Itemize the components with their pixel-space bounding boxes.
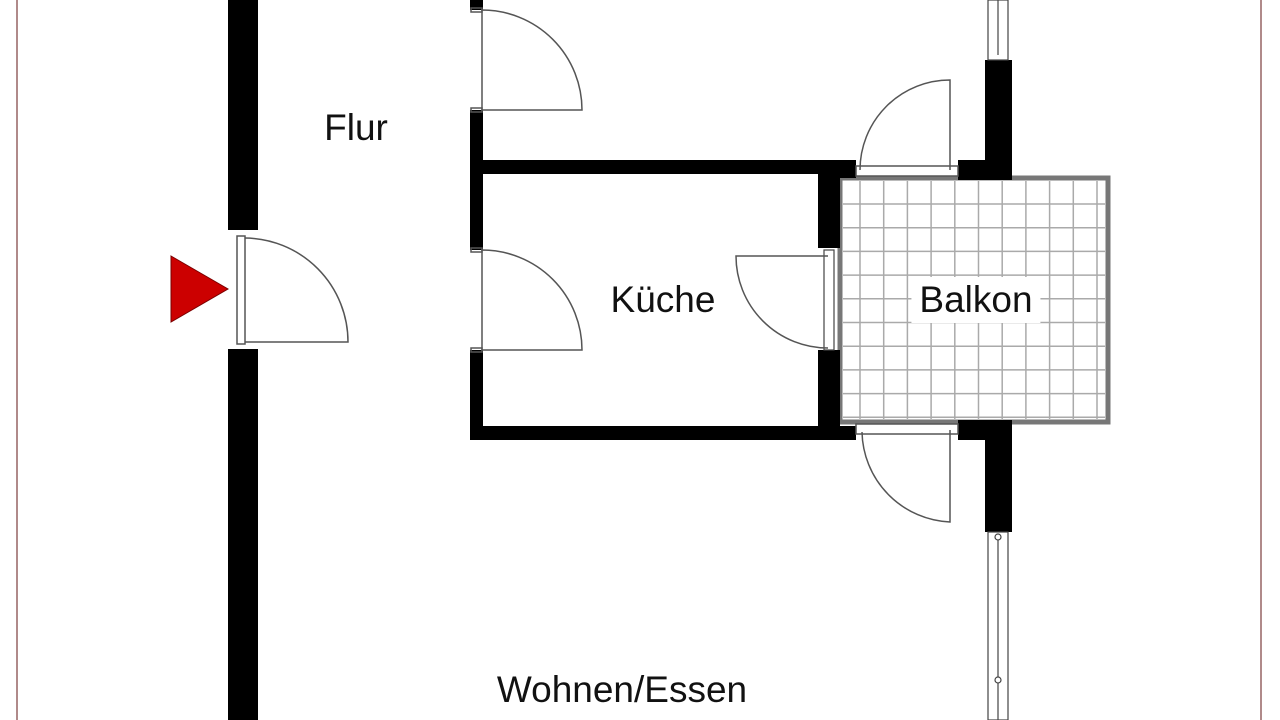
door-balcony-lower[interactable] [855,423,959,523]
entrance-door[interactable] [236,235,349,345]
entrance-arrow-icon [170,255,229,323]
room-label-balkon: Balkon [911,277,1041,323]
door-flur-upper[interactable] [470,7,583,113]
wall-stub [470,0,483,10]
wall-kitchen-right-upper [818,160,840,248]
door-kitchen[interactable] [470,247,583,353]
windows [823,0,1009,720]
wall-left-upper [228,0,258,230]
walls [228,0,1012,720]
wall-kitchen-top [470,160,856,174]
room-label-flur: Flur [324,107,388,148]
room-label-kueche: Küche [606,279,720,321]
wall-left-lower [228,349,258,720]
room-label-wohnen-essen: Wohnen/Essen [496,669,748,710]
wall-kitchen-bottom [470,426,856,440]
wall-kitchen-left-upper [470,110,483,250]
wall-kitchen-right-lower [818,350,840,440]
door-balcony-upper[interactable] [855,79,959,177]
door-kitchen-balcony[interactable] [735,255,829,349]
wall-exterior-lower [985,420,1012,532]
wall-exterior-corner-top [958,160,1012,180]
wall-kitchen-left-lower [470,350,483,440]
